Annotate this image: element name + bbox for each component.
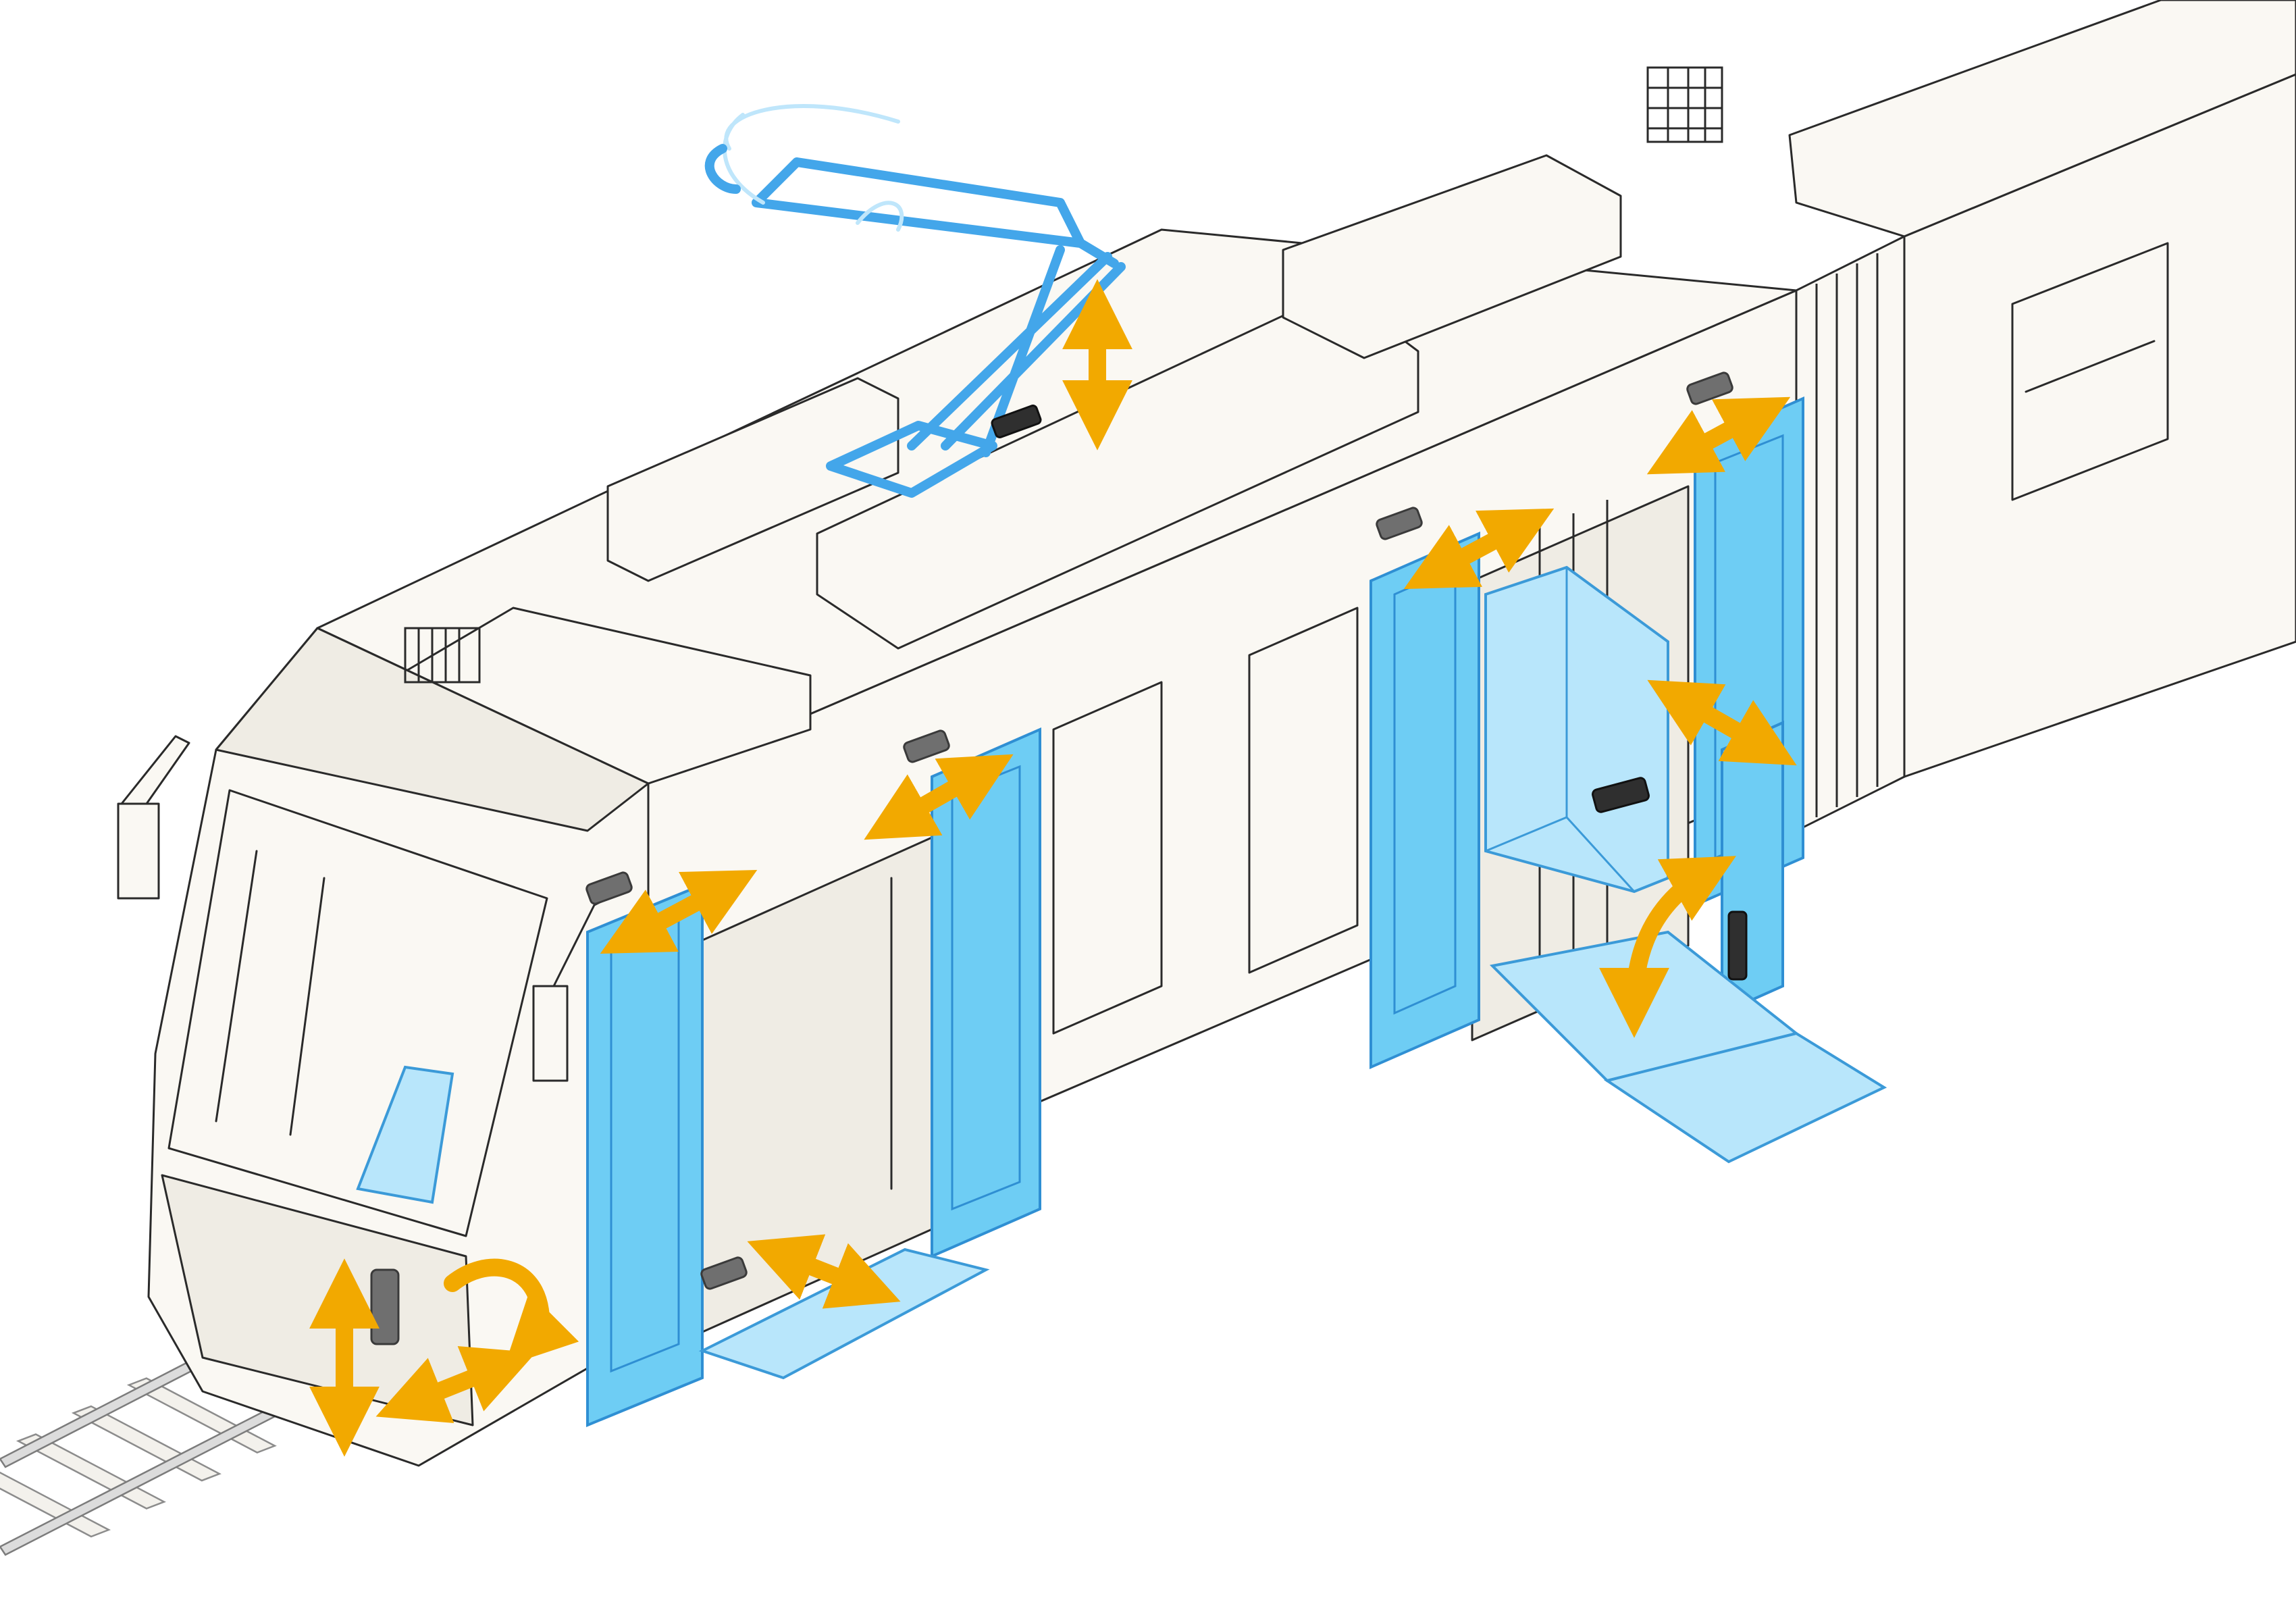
ramp-actuator [1727, 910, 1748, 981]
front-step-actuator [700, 1256, 748, 1290]
articulation-bellows [1795, 235, 1906, 832]
arrow-rear-door-right [1646, 396, 1791, 475]
arrow-mirror-diagonal [375, 1345, 536, 1424]
bellows-folds [1815, 253, 1879, 817]
mirror-actuator [370, 1268, 400, 1345]
track-tie [0, 1471, 111, 1538]
mirror-housing-left [120, 735, 190, 812]
roof-rear-section [1788, 0, 2296, 238]
side-window-1 [1052, 681, 1163, 1035]
arrow-ramp-fold [1599, 856, 1736, 1038]
side-window-2 [1248, 607, 1359, 974]
rear-window [2011, 242, 2169, 501]
driver-seat [356, 1065, 454, 1204]
mirror-right [532, 985, 569, 1082]
roof-vent-front [404, 627, 481, 684]
rear-door-left-leaf[interactable] [1369, 531, 1480, 1070]
front-door-left-leaf[interactable] [586, 883, 704, 1427]
mirror-left [117, 802, 160, 900]
arrow-front-step [747, 1234, 901, 1309]
tram-body [117, 0, 2296, 1467]
arrow-front-door-right [864, 754, 1014, 840]
arrow-rear-inner-panel [1647, 679, 1797, 766]
wheelchair-ramp[interactable] [1489, 930, 1887, 1164]
roof-vent-rear [1646, 66, 1723, 143]
roof-box-3 [1282, 154, 1622, 359]
roof-box-1 [606, 377, 899, 582]
arrow-rear-door-left [1403, 508, 1555, 590]
pantograph-actuator [991, 405, 1042, 438]
arrow-mirror-rotate [444, 1258, 579, 1367]
windshield [167, 789, 548, 1237]
rear-inner-panel-actuator [1592, 777, 1650, 813]
motion-arrows [309, 279, 1797, 1457]
windshield-frame [215, 850, 325, 1136]
arrow-front-door-left [600, 869, 758, 954]
front-door-right-leaf[interactable] [931, 727, 1041, 1259]
cab-roof-slope [215, 627, 650, 832]
